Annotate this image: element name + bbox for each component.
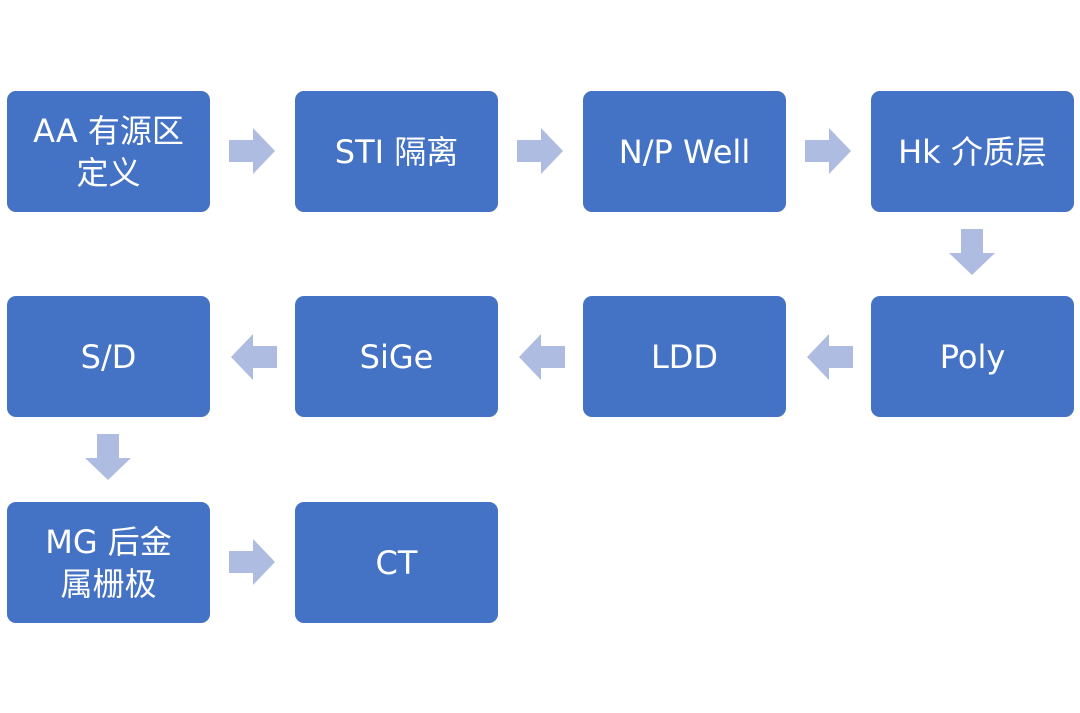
step-sige: SiGe (295, 296, 498, 417)
step-hk-dielectric: Hk 介质层 (871, 91, 1074, 212)
arrow-right-icon (805, 128, 851, 174)
arrow-right-icon (229, 128, 275, 174)
step-aa-active-area: AA 有源区 定义 (7, 91, 210, 212)
arrow-left-icon (519, 334, 565, 380)
arrow-down-icon (949, 229, 995, 275)
arrow-down-icon (85, 434, 131, 480)
step-mg-metal-gate: MG 后金 属栅极 (7, 502, 210, 623)
step-ldd: LDD (583, 296, 786, 417)
arrow-left-icon (807, 334, 853, 380)
arrow-left-icon (231, 334, 277, 380)
step-np-well: N/P Well (583, 91, 786, 212)
step-sti-isolation: STI 隔离 (295, 91, 498, 212)
step-sd: S/D (7, 296, 210, 417)
step-ct: CT (295, 502, 498, 623)
step-poly: Poly (871, 296, 1074, 417)
arrow-right-icon (229, 539, 275, 585)
arrow-right-icon (517, 128, 563, 174)
